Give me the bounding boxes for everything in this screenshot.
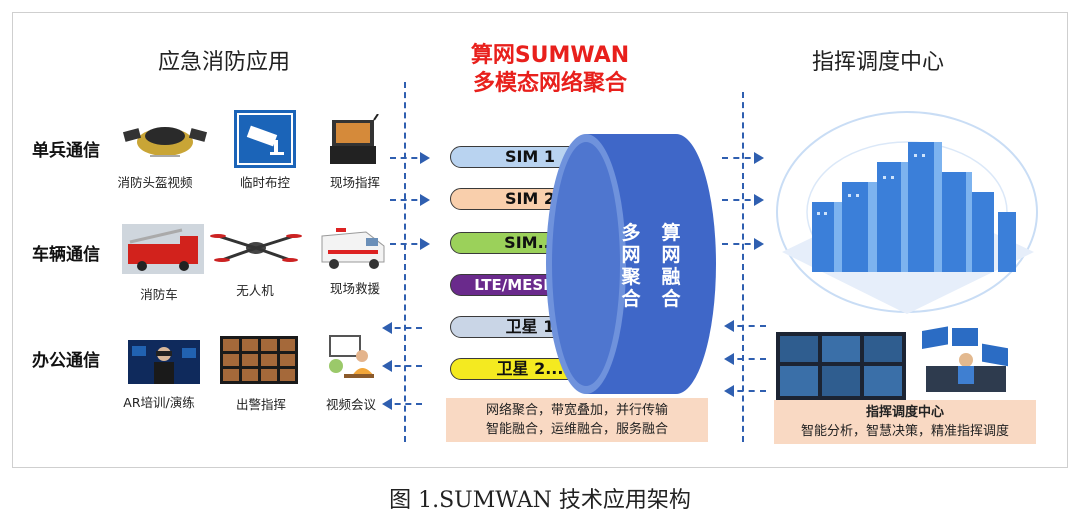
left-divider (404, 82, 406, 442)
ambulance-icon (318, 222, 388, 272)
center-note-line1: 网络聚合，带宽叠加，并行传输 (485, 403, 668, 418)
center-section-title: 算网SUMWAN 多模态网络聚合 (440, 42, 660, 98)
figure-caption: 图 1.SUMWAN 技术应用架构 (389, 488, 691, 513)
row-label-individual: 单兵通信 (32, 141, 100, 161)
center-title-line1: 算网SUMWAN (470, 43, 630, 68)
right-note-title: 指挥调度中心 (865, 405, 944, 420)
center-title-line2: 多模态网络聚合 (472, 71, 627, 96)
right-divider (742, 92, 744, 442)
arrow-left (382, 398, 422, 410)
item-caption: AR培训/演练 (123, 395, 195, 410)
item-caption: 现场指挥 (329, 175, 380, 190)
arrow-left (382, 322, 422, 334)
arrow-right (390, 152, 430, 164)
fire-helmet-camera-icon (120, 112, 208, 168)
arrow-right (722, 152, 764, 164)
arrow-right (390, 238, 430, 250)
row-label-vehicle: 车辆通信 (32, 245, 100, 265)
dispatch-video-wall-icon (220, 336, 298, 384)
left-section-title: 应急消防应用 (158, 50, 291, 75)
row-label-office: 办公通信 (32, 351, 100, 371)
drone-icon (210, 228, 302, 270)
operator-workstation-icon (916, 326, 1016, 402)
arrow-right (722, 238, 764, 250)
smart-city-illustration (772, 102, 1042, 322)
arrow-right (722, 194, 764, 206)
item-caption: 消防车 (140, 287, 178, 302)
item-caption: 视频会议 (325, 397, 376, 412)
arrow-left (724, 353, 766, 365)
cylinder-label-fusion: 算网融合 (661, 222, 681, 310)
right-note-line: 智能分析，智慧决策，精准指挥调度 (800, 424, 1009, 439)
command-center-monitor-wall-icon (776, 332, 906, 400)
item-caption: 临时布控 (239, 175, 290, 190)
right-section-title: 指挥调度中心 (812, 50, 945, 75)
center-note-line2: 智能融合，运维融合，服务融合 (485, 422, 668, 437)
arrow-left (724, 320, 766, 332)
right-note: 指挥调度中心 智能分析，智慧决策，精准指挥调度 (774, 400, 1036, 444)
ar-training-icon (128, 340, 200, 384)
arrow-left (724, 385, 766, 397)
surveillance-camera-icon (234, 110, 296, 168)
arrow-left (382, 360, 422, 372)
cylinder-label-aggregation: 多网聚合 (621, 222, 641, 310)
item-caption: 消防头盔视频 (117, 175, 193, 190)
item-caption: 现场救援 (329, 281, 380, 296)
item-caption: 无人机 (236, 283, 274, 298)
center-note: 网络聚合，带宽叠加，并行传输 智能融合，运维融合，服务融合 (446, 398, 708, 442)
aggregation-cylinder (546, 134, 716, 394)
fire-truck-icon (122, 224, 204, 274)
item-caption: 出警指挥 (235, 397, 286, 412)
field-command-case-icon (326, 113, 380, 168)
arrow-right (390, 194, 430, 206)
video-conference-icon (322, 330, 380, 384)
